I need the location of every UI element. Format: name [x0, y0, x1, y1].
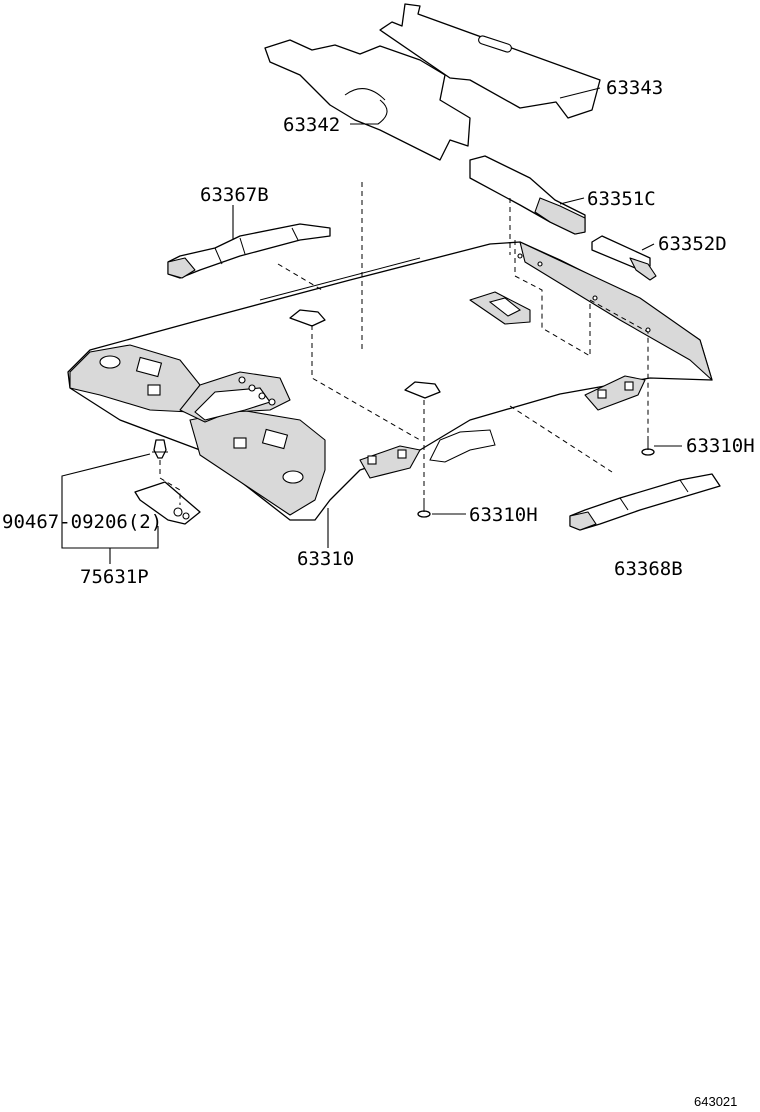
part-90467-09206-clip[interactable] [152, 439, 168, 459]
label-63368b: 63368B [614, 558, 683, 580]
part-63310h-screw-center[interactable] [417, 498, 431, 518]
label-63310: 63310 [297, 548, 354, 570]
leader-lines [61, 87, 682, 564]
label-63342: 63342 [283, 114, 340, 136]
part-75631p-bracket[interactable] [134, 481, 201, 525]
label-63310h-right: 63310H [686, 435, 755, 457]
label-63343: 63343 [606, 77, 663, 99]
label-63310h-center: 63310H [469, 504, 538, 526]
part-63367b-pad[interactable] [167, 223, 331, 279]
label-63351c: 63351C [587, 188, 656, 210]
diagram-code: 643021 [694, 1094, 737, 1109]
label-63367b: 63367B [200, 184, 269, 206]
assembly-lines [159, 182, 649, 505]
part-63310h-screw-right[interactable] [641, 436, 655, 456]
part-63351c-pad[interactable] [469, 155, 586, 235]
part-63310-headliner[interactable] [67, 241, 713, 521]
label-90467-09206: 90467-09206(2) [2, 511, 162, 533]
label-63352d: 63352D [658, 233, 727, 255]
part-63342-silencer-pad[interactable] [264, 39, 471, 161]
part-63368b-pad[interactable] [569, 473, 721, 531]
part-63352d-pad[interactable] [591, 235, 657, 281]
part-63343-silencer-pad[interactable] [379, 3, 601, 119]
label-75631p: 75631P [80, 566, 149, 588]
